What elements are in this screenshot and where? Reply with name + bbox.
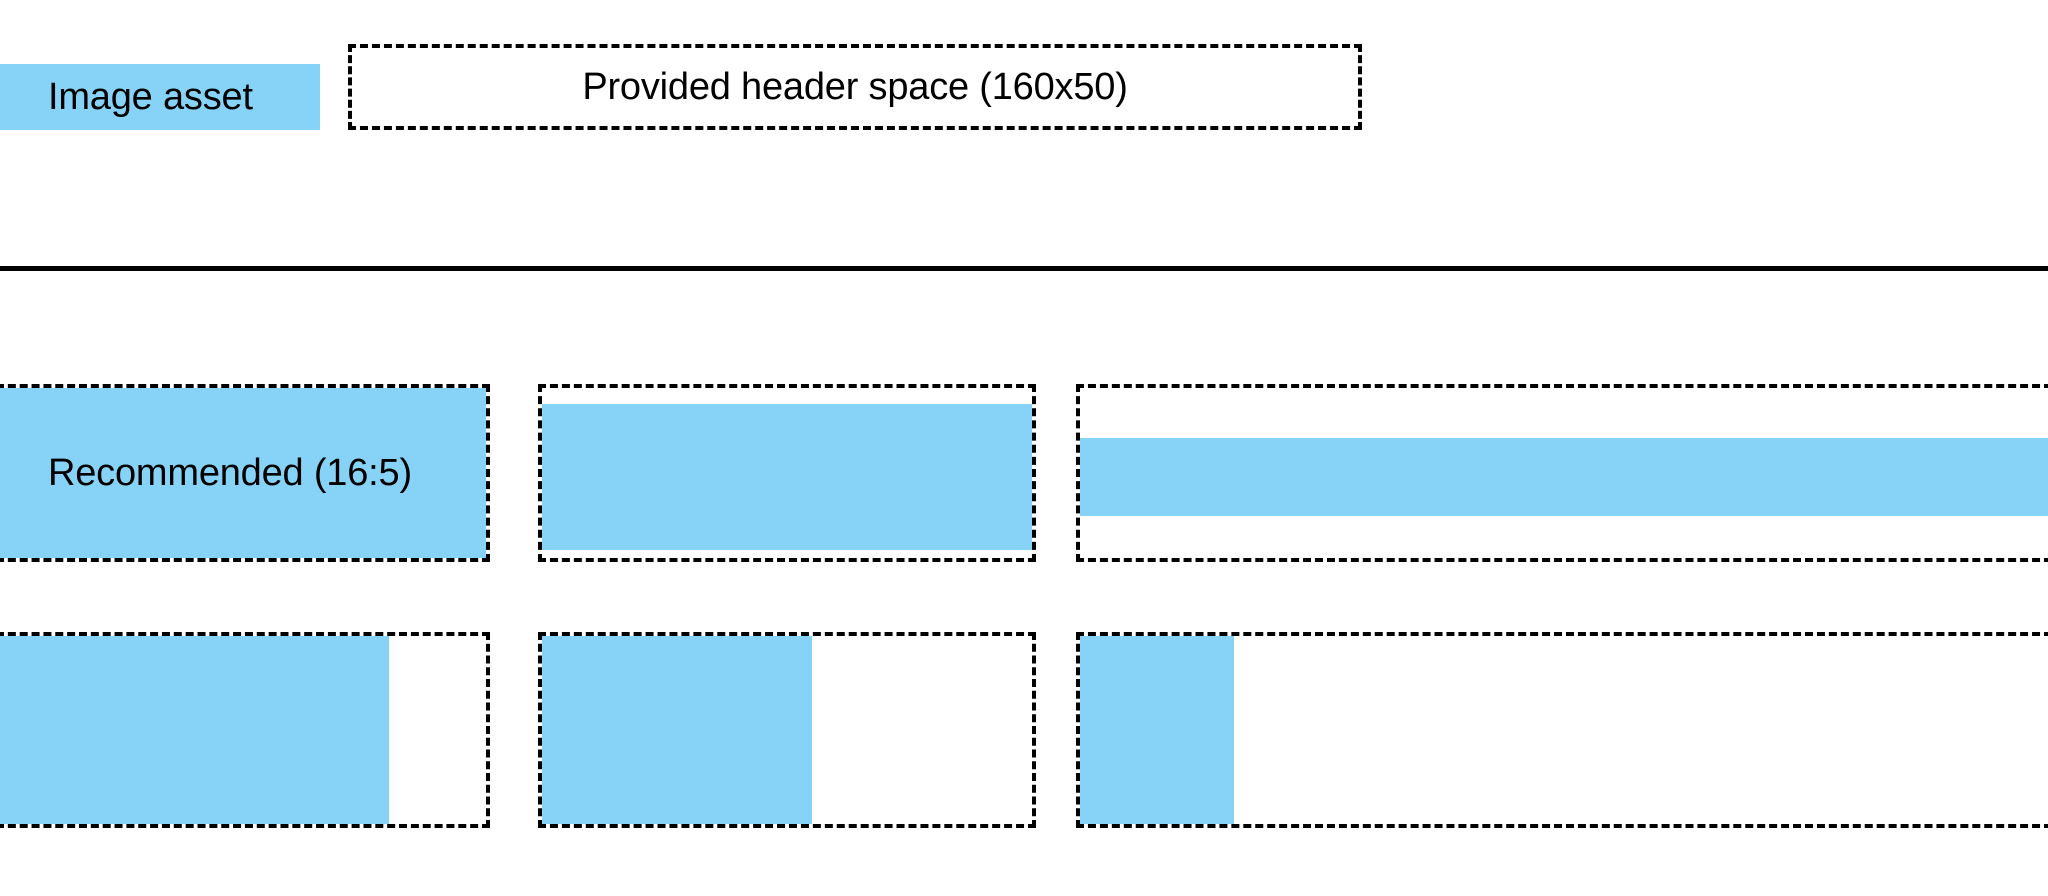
provided-header-space-label: Provided header space (160x50) [582, 66, 1128, 108]
slot-row2-col1 [0, 632, 490, 828]
slot-row2-col3 [1076, 632, 2048, 828]
asset-fill-row2-col2 [542, 636, 812, 824]
provided-header-space-box: Provided header space (160x50) [348, 44, 1362, 130]
horizontal-divider-rule [0, 266, 2048, 271]
slot-row1-col3 [1076, 384, 2048, 562]
slot-row2-col2 [538, 632, 1036, 828]
image-asset-label: Image asset [48, 76, 253, 118]
image-asset-swatch: Image asset [0, 64, 320, 130]
asset-fill-row1-col3 [1080, 438, 2048, 516]
asset-fill-row1-col1 [0, 388, 486, 558]
slot-row1-col1: Recommended (16:5) [0, 384, 490, 562]
header-zone: Image asset Provided header space (160x5… [0, 0, 2048, 271]
ratio-grid-zone: Recommended (16:5) [0, 268, 2048, 896]
asset-fill-row1-col2 [542, 404, 1032, 550]
asset-fill-row2-col3 [1080, 636, 1234, 824]
recommended-ratio-label: Recommended (16:5) [48, 452, 412, 494]
asset-fill-row2-col1 [0, 636, 389, 824]
slot-row1-col2 [538, 384, 1036, 562]
